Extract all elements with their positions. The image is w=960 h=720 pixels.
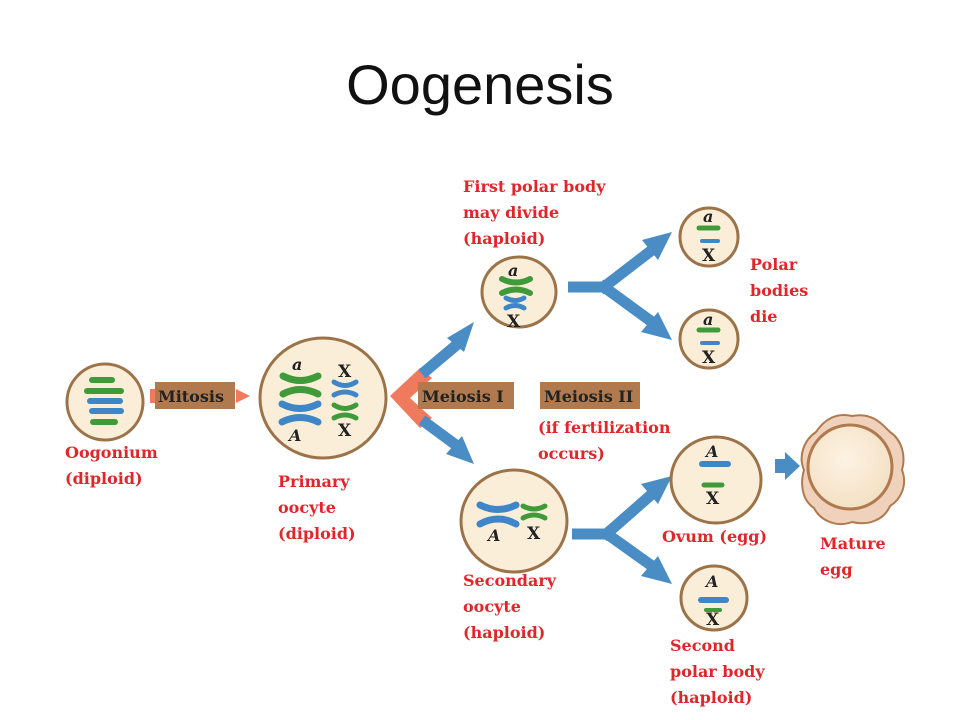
svg-text:X: X <box>338 362 352 382</box>
secondary-oocyte-cell: A X <box>459 468 569 574</box>
svg-text:X: X <box>702 348 716 368</box>
page-title: Oogenesis <box>346 53 614 116</box>
polar-body-cell-top: a X <box>678 206 740 268</box>
x-chromosome-pair-blue <box>331 379 359 398</box>
primary-oocyte-label: Primary oocyte (diploid) <box>278 472 356 543</box>
chromosome-pair-blue <box>278 400 322 426</box>
svg-text:a: a <box>703 207 713 226</box>
svg-text:X: X <box>507 312 521 332</box>
svg-text:a: a <box>703 310 713 329</box>
svg-text:X: X <box>527 524 541 544</box>
ovum-cell: A X <box>669 435 763 525</box>
meiosis-one-label: Meiosis I <box>422 387 504 406</box>
svg-text:X: X <box>338 421 352 441</box>
primary-oocyte-cell: a A X X <box>258 336 388 460</box>
svg-text:A: A <box>704 572 718 591</box>
second-polar-body-cell: A X <box>679 564 749 632</box>
mitosis-stage-box: Mitosis <box>155 382 235 409</box>
svg-text:A: A <box>486 526 500 545</box>
polar-bodies-die-label: Polar bodies die <box>750 255 814 326</box>
first-polar-body-split-arrow <box>568 232 672 340</box>
svg-text:X: X <box>706 489 720 509</box>
svg-text:A: A <box>704 442 718 461</box>
svg-text:a: a <box>508 261 518 280</box>
mitosis-label: Mitosis <box>158 387 224 406</box>
svg-text:X: X <box>702 246 716 266</box>
svg-text:A: A <box>287 426 301 445</box>
first-polar-body-cell: a X <box>480 255 558 332</box>
fertilization-note: (if fertilization occurs) <box>538 418 676 463</box>
second-polar-body-label: Second polar body (haploid) <box>670 636 770 707</box>
ovum-label: Ovum (egg) <box>662 527 767 546</box>
secondary-oocyte-label: Secondary oocyte (haploid) <box>463 571 562 642</box>
polar-body-cell-middle: a X <box>678 308 740 370</box>
x-chromosome-pair-green <box>331 402 359 421</box>
oogonium-label: Oogonium (diploid) <box>65 443 163 488</box>
meiosis-two-stage-box: Meiosis II <box>540 382 640 409</box>
meiosis-two-label: Meiosis II <box>544 387 633 406</box>
mature-egg-cell <box>800 414 906 526</box>
secondary-oocyte-split-arrow <box>572 476 672 584</box>
oogonium-cell <box>65 362 145 442</box>
chromosome <box>84 377 124 425</box>
chromosome-pair-green <box>279 372 322 398</box>
maturation-arrow <box>775 452 800 480</box>
svg-text:a: a <box>292 355 302 374</box>
meiosis-one-stage-box: Meiosis I <box>418 382 514 409</box>
svg-text:X: X <box>706 610 720 630</box>
first-polar-body-label: First polar body may divide (haploid) <box>463 177 611 248</box>
mature-egg-label: Mature egg <box>820 534 891 579</box>
